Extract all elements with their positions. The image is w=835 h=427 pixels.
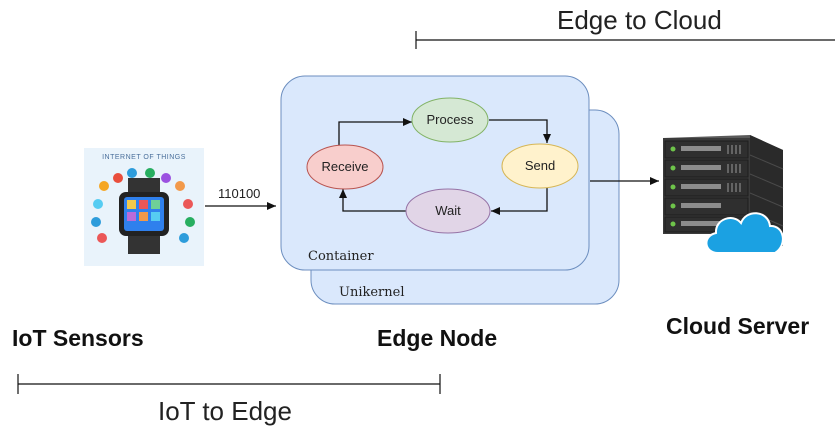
process-node [411, 97, 489, 143]
cloud-icon [705, 212, 784, 254]
process-label: Process [426, 112, 474, 127]
iot-sensors-label: IoT Sensors [12, 325, 144, 351]
iot-image-caption: INTERNET OF THINGS [102, 154, 186, 161]
data-stream-label: 110100 [218, 186, 261, 201]
send-to-wait-arrow [491, 188, 548, 215]
send-label: Send [524, 158, 556, 173]
wait-node [405, 188, 491, 234]
unikernel-label: Unikernel [339, 285, 405, 300]
iot-to-edge-label: IoT to Edge [158, 396, 292, 426]
receive-node [306, 144, 384, 190]
server-rack-icon [663, 135, 784, 246]
container-label: Container [308, 249, 374, 264]
cycle-arrows [338, 118, 551, 215]
receive-label: Receive [321, 159, 369, 174]
edge-to-cloud-span [415, 31, 835, 49]
edge-node-label: Edge Node [377, 325, 498, 351]
iot-to-edge-span [17, 374, 441, 394]
send-node [501, 143, 579, 189]
cloud-server-label: Cloud Server [666, 313, 810, 339]
smartwatch-iot-icon: INTERNET OF THINGS [84, 148, 204, 266]
wait-label: Wait [435, 203, 461, 218]
process-to-send-arrow [489, 119, 551, 143]
edge-to-cloud-label: Edge to Cloud [557, 5, 722, 35]
wait-to-receive-arrow [339, 189, 406, 212]
receive-to-process-arrow [338, 118, 412, 146]
container-box [280, 75, 590, 271]
